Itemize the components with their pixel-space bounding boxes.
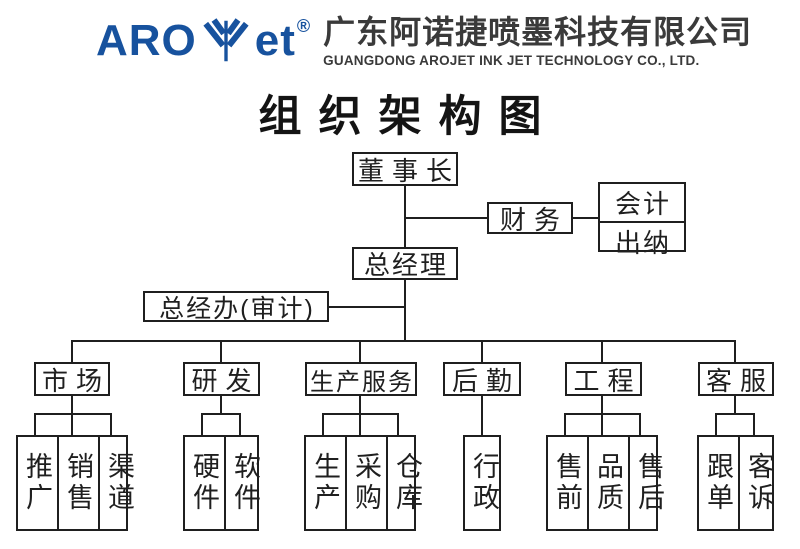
node-dept-market: 市场 (34, 362, 110, 396)
arojet-arrows-icon (203, 18, 249, 62)
node-purchasing: 采购 (347, 437, 388, 529)
node-manufacturing: 生产 (306, 437, 347, 529)
arojet-logo: ARO et ® (96, 14, 311, 68)
node-cashier: 出纳 (614, 228, 671, 258)
node-dept-engineering: 工程 (565, 362, 642, 396)
node-market-children: 推广 销售 渠道 (16, 435, 134, 531)
node-complaints: 客诉 (744, 452, 774, 514)
node-aftersales: 售后 (634, 452, 664, 514)
line-cs-child1 (715, 415, 717, 435)
node-quality: 品质 (589, 437, 630, 529)
line-drop-logistics (481, 342, 483, 362)
line-prod-stem (359, 394, 361, 436)
registered-trademark-icon: ® (296, 15, 311, 36)
node-rd-children: 硬件 软件 (183, 435, 260, 531)
line-chairman-gm (404, 185, 406, 248)
node-accounting: 会计 (600, 184, 684, 223)
line-eng-child3 (639, 415, 641, 435)
line-market-child1 (34, 415, 36, 435)
node-dept-production: 生产服务 (305, 362, 417, 396)
line-branch-finance (405, 217, 487, 219)
logo-text-aro: ARO (96, 16, 197, 65)
line-rd-child1 (201, 415, 203, 435)
line-drop-market (71, 342, 73, 362)
node-logistics-children: 行政 (463, 435, 501, 531)
line-distribution (71, 340, 736, 342)
node-hardware: 硬件 (185, 437, 226, 529)
line-finance-accounting (573, 217, 598, 219)
line-drop-service (734, 342, 736, 362)
node-dept-logistics: 后勤 (443, 362, 521, 396)
line-eng-stem (601, 394, 603, 436)
node-finance-children: 会计 出纳 (598, 182, 686, 258)
line-drop-engineering (601, 342, 603, 362)
node-presales: 售前 (548, 437, 589, 529)
line-cs-spread (715, 413, 755, 415)
node-service-children: 跟单 客诉 (697, 435, 774, 531)
node-warehouse: 仓库 (392, 452, 422, 514)
line-market-child3 (110, 415, 112, 435)
line-cs-child2 (753, 415, 755, 435)
node-administration: 行政 (469, 452, 499, 514)
node-channel: 渠道 (104, 452, 134, 514)
line-rd-spread (201, 413, 241, 415)
node-chairman: 董事长 (352, 152, 458, 186)
line-prod-spread (322, 413, 399, 415)
header: ARO et ® 广东阿诺捷喷墨科技有限公司 GUANGDONG AROJET … (96, 14, 752, 68)
line-drop-production (359, 342, 361, 362)
line-gmoffice-branch (328, 306, 405, 308)
page-title: 组织架构图 (258, 93, 559, 141)
node-dept-rd: 研发 (183, 362, 260, 396)
line-prod-child1 (322, 415, 324, 435)
line-market-spread (34, 413, 112, 415)
line-rd-child2 (239, 415, 241, 435)
line-prod-child3 (397, 415, 399, 435)
node-sales: 销售 (59, 437, 100, 529)
line-eng-spread (564, 413, 641, 415)
line-cs-stem (734, 394, 736, 415)
line-gm-down (404, 279, 406, 342)
company-name-cn: 广东阿诺捷喷墨科技有限公司 (323, 14, 753, 51)
node-finance: 财务 (487, 202, 573, 235)
line-logi-stem (481, 394, 483, 436)
line-eng-child1 (564, 415, 566, 435)
node-gm-office: 总经办(审计) (143, 291, 329, 323)
node-software: 软件 (230, 452, 260, 514)
node-order-follow: 跟单 (699, 437, 740, 529)
node-general-manager: 总经理 (352, 247, 458, 280)
line-market-stem (71, 394, 73, 436)
company-name-block: 广东阿诺捷喷墨科技有限公司 GUANGDONG AROJET INK JET T… (323, 14, 752, 68)
node-dept-service: 客服 (698, 362, 774, 396)
company-name-en: GUANGDONG AROJET INK JET TECHNOLOGY CO.,… (323, 52, 700, 68)
line-drop-rd (220, 342, 222, 362)
node-promotion: 推广 (18, 437, 59, 529)
logo-text-et: et (254, 16, 296, 65)
line-rd-stem (220, 394, 222, 415)
node-engineering-children: 售前 品质 售后 (546, 435, 664, 531)
node-production-children: 生产 采购 仓库 (304, 435, 422, 531)
